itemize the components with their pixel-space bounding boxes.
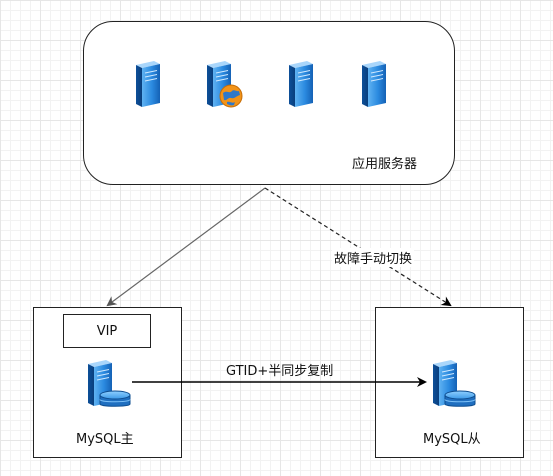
database-icon	[444, 390, 476, 407]
mysql-slave-label: MySQL从	[423, 432, 481, 447]
server-icon	[358, 57, 388, 111]
edge-failover	[264, 187, 452, 307]
server-globe-icon	[203, 57, 251, 113]
server-icon	[285, 57, 315, 111]
database-icon	[99, 390, 131, 407]
mysql-master-label: MySQL主	[76, 432, 134, 447]
database-server-icon	[84, 356, 131, 412]
replication-label: GTID+半同步复制	[226, 364, 334, 379]
failover-label: 故障手动切换	[332, 248, 415, 267]
vip-label: VIP	[63, 314, 151, 348]
edge-app-to-master	[106, 187, 266, 307]
server-icon	[132, 57, 162, 111]
database-server-icon	[429, 356, 476, 412]
globe-icon	[219, 84, 243, 108]
app-servers-label: 应用服务器	[352, 157, 418, 172]
